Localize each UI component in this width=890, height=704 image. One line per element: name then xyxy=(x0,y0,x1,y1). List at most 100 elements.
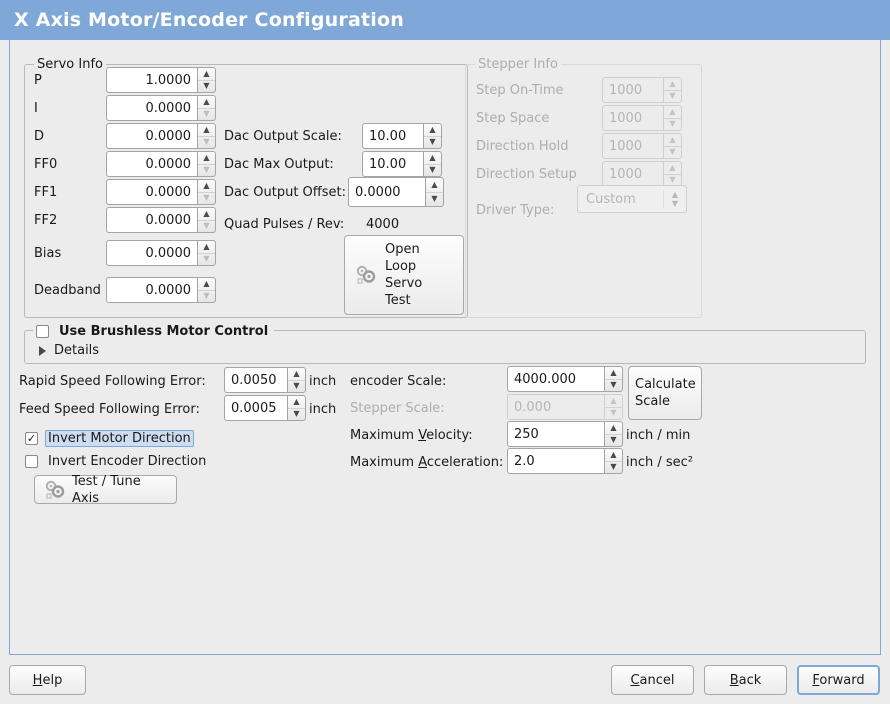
spin-down-icon[interactable]: ▼ xyxy=(605,433,622,447)
spin-down-icon[interactable]: ▼ xyxy=(288,379,305,393)
servo-bias-stepper[interactable]: ▲ ▼ xyxy=(197,240,216,266)
spin-up-icon[interactable]: ▲ xyxy=(429,152,436,162)
maximum-acceleration-input[interactable]: 2.0 xyxy=(507,448,604,474)
servo-deadband-spinner[interactable]: 0.0000 ▲ ▼ xyxy=(106,277,216,303)
spin-up-icon[interactable]: ▲ xyxy=(429,124,436,134)
details-expander[interactable]: Details xyxy=(36,343,99,358)
servo-d-spinner[interactable]: 0.0000 ▲ ▼ xyxy=(106,123,216,149)
spin-down-icon[interactable]: ▼ xyxy=(198,219,215,233)
encoder-scale-input[interactable]: 4000.000 xyxy=(507,366,604,392)
rapid-following-error-input[interactable]: 0.0050 xyxy=(224,367,287,393)
spin-down-icon[interactable]: ▼ xyxy=(198,252,215,266)
maximum-acceleration-unit: inch / sec² xyxy=(626,455,694,470)
spin-down-icon[interactable]: ▼ xyxy=(605,378,622,392)
invert-encoder-direction-row[interactable]: Invert Encoder Direction xyxy=(25,452,209,470)
spin-up-icon[interactable]: ▲ xyxy=(610,422,617,432)
help-label: Help xyxy=(32,672,63,688)
dac-output-offset-input[interactable]: 0.0000 xyxy=(348,177,425,207)
servo-ff2-stepper[interactable]: ▲ ▼ xyxy=(197,207,216,233)
servo-i-input[interactable]: 0.0000 xyxy=(106,95,197,121)
spin-down-icon[interactable]: ▼ xyxy=(198,289,215,303)
dac-max-output-spinner[interactable]: 10.00 ▲ ▼ xyxy=(362,151,442,177)
servo-d-stepper[interactable]: ▲ ▼ xyxy=(197,123,216,149)
use-brushless-checkbox-row[interactable]: Use Brushless Motor Control xyxy=(33,322,275,340)
open-loop-servo-test-button[interactable]: Open Loop Servo Test xyxy=(344,235,464,315)
spin-down-icon[interactable]: ▼ xyxy=(605,460,622,474)
dac-output-scale-stepper[interactable]: ▲ ▼ xyxy=(423,123,442,149)
spin-up-icon[interactable]: ▲ xyxy=(431,179,438,189)
rapid-following-error-stepper[interactable]: ▲ ▼ xyxy=(287,367,306,393)
spin-up-icon[interactable]: ▲ xyxy=(203,180,210,190)
servo-ff2-input[interactable]: 0.0000 xyxy=(106,207,197,233)
invert-encoder-direction-checkbox[interactable] xyxy=(25,454,38,468)
dac-max-output-input[interactable]: 10.00 xyxy=(362,151,423,177)
servo-deadband-input[interactable]: 0.0000 xyxy=(106,277,197,303)
dac-output-scale-spinner[interactable]: 10.00 ▲ ▼ xyxy=(362,123,442,149)
servo-p-input[interactable]: 1.0000 xyxy=(106,67,197,93)
dac-max-output-stepper[interactable]: ▲ ▼ xyxy=(423,151,442,177)
servo-ff1-spinner[interactable]: 0.0000 ▲ ▼ xyxy=(106,179,216,205)
use-brushless-checkbox[interactable] xyxy=(36,324,49,338)
maximum-acceleration-spinner[interactable]: 2.0 ▲ ▼ xyxy=(507,448,623,474)
servo-ff2-spinner[interactable]: 0.0000 ▲ ▼ xyxy=(106,207,216,233)
servo-p-stepper[interactable]: ▲ ▼ xyxy=(197,67,216,93)
direction-hold-stepper: ▲ ▼ xyxy=(663,133,682,159)
step-on-time-label: Step On-Time xyxy=(476,83,564,98)
servo-ff1-input[interactable]: 0.0000 xyxy=(106,179,197,205)
spin-up-icon[interactable]: ▲ xyxy=(293,396,300,406)
spin-up-icon[interactable]: ▲ xyxy=(203,96,210,106)
encoder-scale-spinner[interactable]: 4000.000 ▲ ▼ xyxy=(507,366,623,392)
spin-up-icon[interactable]: ▲ xyxy=(203,208,210,218)
feed-following-error-input[interactable]: 0.0005 xyxy=(224,395,287,421)
spin-down-icon[interactable]: ▼ xyxy=(198,163,215,177)
spin-up-icon[interactable]: ▲ xyxy=(610,367,617,377)
dac-output-scale-input[interactable]: 10.00 xyxy=(362,123,423,149)
servo-ff0-input[interactable]: 0.0000 xyxy=(106,151,197,177)
back-button[interactable]: Back xyxy=(704,665,787,695)
servo-d-input[interactable]: 0.0000 xyxy=(106,123,197,149)
spin-up-icon[interactable]: ▲ xyxy=(203,124,210,134)
invert-motor-direction-row[interactable]: ✓ Invert Motor Direction xyxy=(25,429,194,447)
feed-following-error-stepper[interactable]: ▲ ▼ xyxy=(287,395,306,421)
servo-bias-spinner[interactable]: 0.0000 ▲ ▼ xyxy=(106,240,216,266)
maximum-velocity-spinner[interactable]: 250 ▲ ▼ xyxy=(507,421,623,447)
servo-bias-input[interactable]: 0.0000 xyxy=(106,240,197,266)
help-button[interactable]: Help xyxy=(9,665,86,695)
servo-deadband-stepper[interactable]: ▲ ▼ xyxy=(197,277,216,303)
test-tune-axis-button[interactable]: Test / Tune Axis xyxy=(34,474,177,506)
details-label: Details xyxy=(54,343,100,358)
maximum-velocity-stepper[interactable]: ▲ ▼ xyxy=(604,421,623,447)
cancel-button[interactable]: Cancel xyxy=(611,665,694,695)
spin-up-icon[interactable]: ▲ xyxy=(203,241,210,251)
calculate-scale-button[interactable]: Calculate Scale xyxy=(628,366,702,420)
servo-ff1-stepper[interactable]: ▲ ▼ xyxy=(197,179,216,205)
servo-i-spinner[interactable]: 0.0000 ▲ ▼ xyxy=(106,95,216,121)
spin-up-icon[interactable]: ▲ xyxy=(203,278,210,288)
spin-down-icon[interactable]: ▼ xyxy=(198,79,215,93)
triangle-right-icon[interactable] xyxy=(36,345,48,356)
dac-output-offset-spinner[interactable]: 0.0000 ▲ ▼ xyxy=(348,177,444,207)
spin-down-icon[interactable]: ▼ xyxy=(198,107,215,121)
spin-up-icon[interactable]: ▲ xyxy=(203,152,210,162)
spin-down-icon[interactable]: ▼ xyxy=(426,191,443,207)
spin-down-icon[interactable]: ▼ xyxy=(424,163,441,177)
servo-i-stepper[interactable]: ▲ ▼ xyxy=(197,95,216,121)
spin-down-icon[interactable]: ▼ xyxy=(198,135,215,149)
spin-up-icon[interactable]: ▲ xyxy=(610,449,617,459)
spin-down-icon[interactable]: ▼ xyxy=(424,135,441,149)
spin-up-icon[interactable]: ▲ xyxy=(203,68,210,78)
servo-p-spinner[interactable]: 1.0000 ▲ ▼ xyxy=(106,67,216,93)
spin-down-icon[interactable]: ▼ xyxy=(288,407,305,421)
dac-output-offset-stepper[interactable]: ▲ ▼ xyxy=(425,177,444,207)
invert-motor-direction-checkbox[interactable]: ✓ xyxy=(25,431,38,445)
spin-up-icon[interactable]: ▲ xyxy=(293,368,300,378)
forward-button[interactable]: Forward xyxy=(797,665,880,695)
rapid-following-error-spinner[interactable]: 0.0050 ▲ ▼ xyxy=(224,367,306,393)
servo-ff0-spinner[interactable]: 0.0000 ▲ ▼ xyxy=(106,151,216,177)
encoder-scale-stepper[interactable]: ▲ ▼ xyxy=(604,366,623,392)
maximum-acceleration-stepper[interactable]: ▲ ▼ xyxy=(604,448,623,474)
feed-following-error-spinner[interactable]: 0.0005 ▲ ▼ xyxy=(224,395,306,421)
servo-ff0-stepper[interactable]: ▲ ▼ xyxy=(197,151,216,177)
spin-down-icon[interactable]: ▼ xyxy=(198,191,215,205)
maximum-velocity-input[interactable]: 250 xyxy=(507,421,604,447)
